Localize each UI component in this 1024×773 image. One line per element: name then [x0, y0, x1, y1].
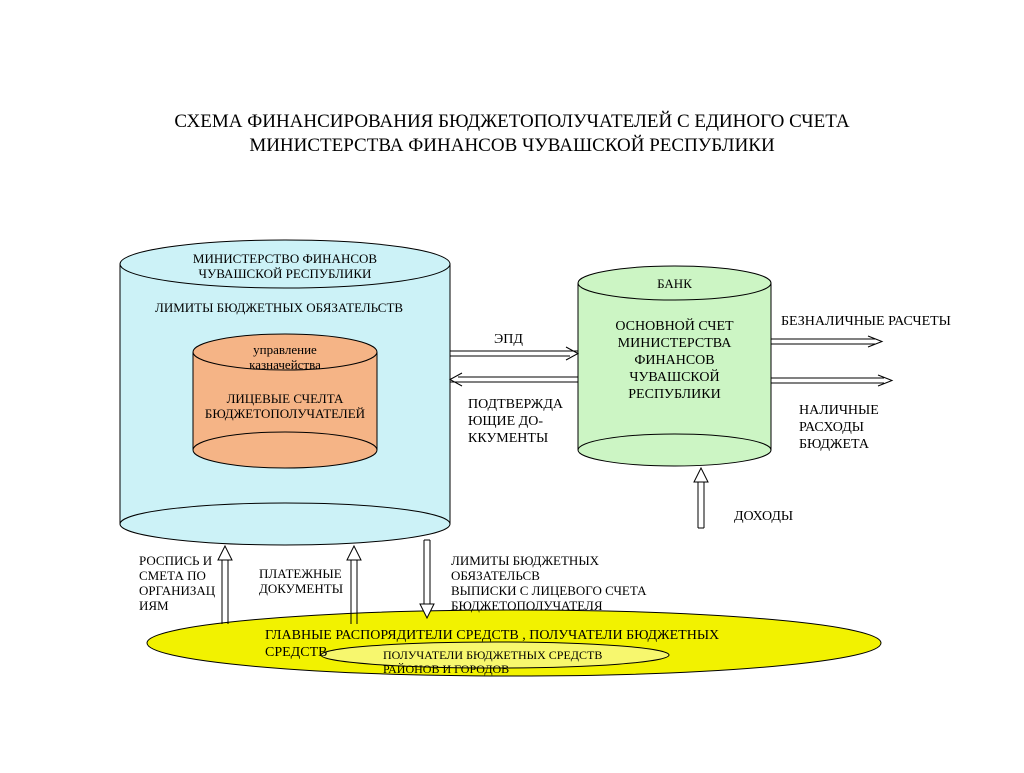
confirm-arrow [448, 372, 578, 387]
limits-statements-label: ЛИМИТЫ БЮДЖЕТНЫХ ОБЯЗАТЕЛЬСВ ВЫПИСКИ С Л… [451, 553, 647, 613]
district-recipients-label: ПОЛУЧАТЕЛИ БЮДЖЕТНЫХ СРЕДСТВ РАЙОНОВ И Г… [383, 648, 603, 676]
limits-down-arrow [419, 539, 435, 620]
ministry-limits-label: ЛИМИТЫ БЮДЖЕТНЫХ ОБЯЗАТЕЛЬСТВ [155, 300, 404, 315]
district-recipients-ellipse [320, 641, 670, 669]
treasury-cylinder [192, 333, 378, 469]
rospis-label: РОСПИСЬ И СМЕТА ПО ОРГАНИЗАЦ ИЯМ [139, 553, 216, 613]
page-title: СХЕМА ФИНАНСИРОВАНИЯ БЮДЖЕТОПОЛУЧАТЕЛЕЙ … [112, 110, 912, 158]
bank-label: БАНК [657, 276, 692, 291]
recipients-label: ГЛАВНЫЕ РАСПОРЯДИТЕЛИ СРЕДСТВ , ПОЛУЧАТЕ… [265, 628, 720, 660]
epd-arrow [450, 346, 580, 361]
rospis-arrow [217, 544, 233, 624]
treasury-name: управление казначейства [249, 342, 321, 372]
cash-arrow [771, 374, 894, 387]
cashless-arrow [771, 335, 884, 348]
treasury-accounts-label: ЛИЦЕВЫЕ СЧЕЛТА БЮДЖЕТОПОЛУЧАТЕЛЕЙ [204, 391, 366, 421]
bank-account-label: ОСНОВНОЙ СЧЕТ МИНИСТЕРСТВА ФИНАНСОВ ЧУВА… [615, 319, 734, 402]
epd-label: ЭПД [494, 332, 523, 347]
payment-docs-arrow [346, 544, 362, 624]
cash-expenses-label: НАЛИЧНЫЕ РАСХОДЫ БЮДЖЕТА [799, 403, 879, 452]
title-line-2: МИНИСТЕРСТВА ФИНАНСОВ ЧУВАШСКОЙ РЕСПУБЛИ… [249, 135, 775, 156]
ministry-cylinder [119, 239, 451, 546]
confirm-docs-label: ПОДТВЕРЖДА ЮЩИЕ ДО- ККУМЕНТЫ [468, 397, 564, 446]
income-label: ДОХОДЫ [734, 509, 794, 524]
payment-docs-label: ПЛАТЕЖНЫЕ ДОКУМЕНТЫ [259, 566, 344, 596]
income-arrow [693, 466, 709, 529]
ministry-name: МИНИСТЕРСТВО ФИНАНСОВ ЧУВАШСКОЙ РЕСПУБЛИ… [192, 251, 378, 281]
bank-cylinder [577, 265, 772, 467]
cashless-label: БЕЗНАЛИЧНЫЕ РАСЧЕТЫ [781, 314, 951, 329]
title-line-1: СХЕМА ФИНАНСИРОВАНИЯ БЮДЖЕТОПОЛУЧАТЕЛЕЙ … [174, 111, 850, 132]
